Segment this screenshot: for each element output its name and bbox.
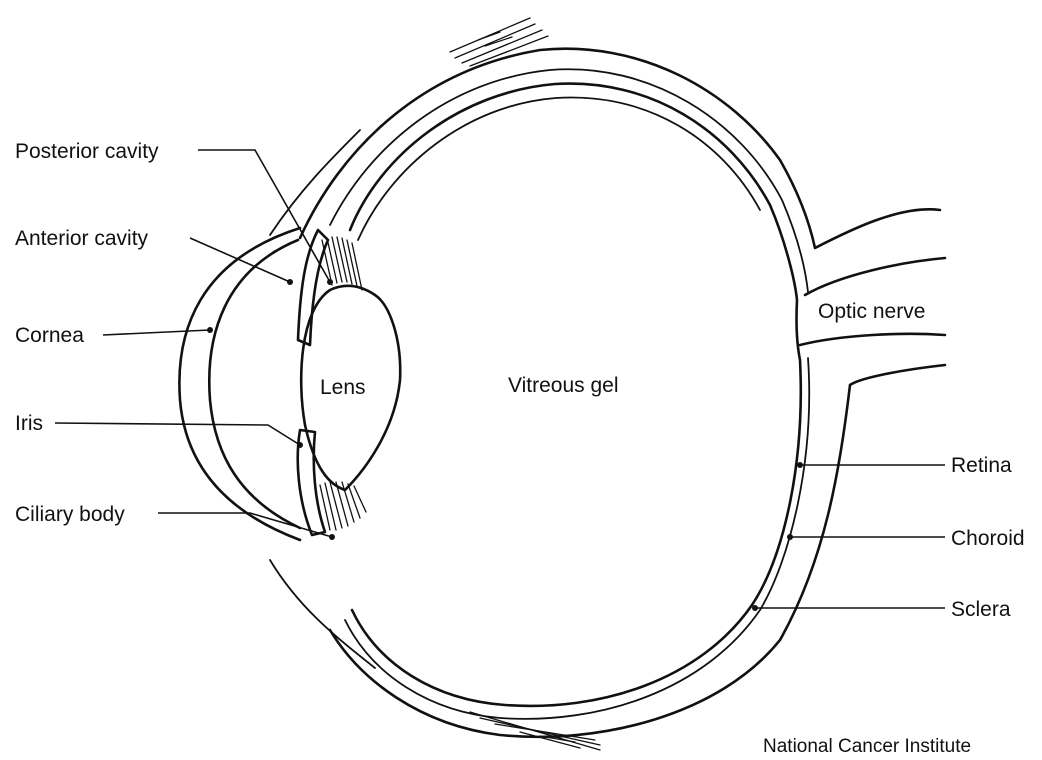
lower-lid-stroke <box>270 560 375 668</box>
sclera-outer-outline <box>300 49 940 248</box>
cornea-dot <box>207 327 213 333</box>
label-cornea: Cornea <box>15 324 84 347</box>
upper-lid-stroke <box>270 130 360 235</box>
ciliary-body-dot <box>329 534 335 540</box>
anterior-cavity-leader <box>190 238 290 282</box>
anterior-cavity-dot <box>287 279 293 285</box>
posterior-cavity-dot <box>327 279 333 285</box>
label-choroid: Choroid <box>951 527 1025 550</box>
label-vitreous-gel: Vitreous gel <box>508 374 619 397</box>
iris-dot <box>297 442 303 448</box>
label-posterior-cavity: Posterior cavity <box>15 140 159 163</box>
iris-leader <box>55 423 300 445</box>
label-iris: Iris <box>15 412 43 435</box>
credit-text: National Cancer Institute <box>763 736 971 757</box>
label-lens: Lens <box>320 376 366 399</box>
label-anterior-cavity: Anterior cavity <box>15 227 149 250</box>
label-retina: Retina <box>951 454 1012 477</box>
retina-dot <box>797 462 803 468</box>
sclera-dot <box>752 605 758 611</box>
lower-muscle-hatch <box>470 712 600 750</box>
choroid-dot <box>787 534 793 540</box>
cornea-inner-outline <box>209 240 300 528</box>
choroid-lower-outline <box>345 358 809 719</box>
label-optic-nerve: Optic nerve <box>818 300 925 323</box>
cornea-leader <box>103 330 210 335</box>
cornea-outer-outline <box>179 228 300 540</box>
optic-nerve-upper-outline <box>805 258 945 295</box>
label-sclera: Sclera <box>951 598 1011 621</box>
retina-inner-outline <box>358 97 760 240</box>
label-ciliary-body: Ciliary body <box>15 503 125 526</box>
choroid-outline <box>330 69 808 292</box>
optic-nerve-lower-outline <box>800 334 945 345</box>
